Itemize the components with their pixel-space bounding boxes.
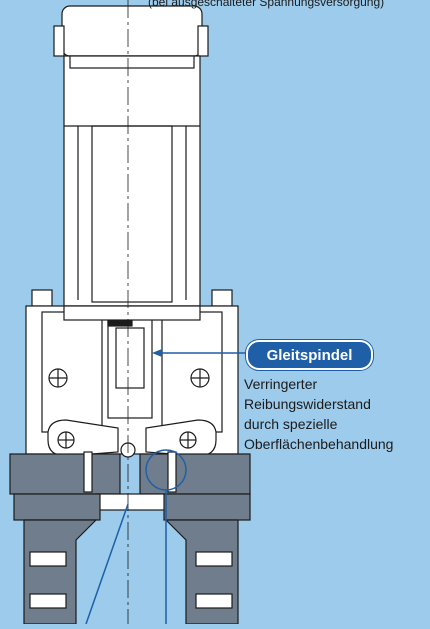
motor-cap-side-right xyxy=(197,25,209,57)
top-note: (bei ausgeschalteter Spannungsversorgung… xyxy=(148,0,385,9)
finger-mount-right xyxy=(163,493,251,521)
pointer-line-1 xyxy=(85,503,129,625)
callout-arrow-icon xyxy=(152,349,162,357)
body-flange xyxy=(63,305,201,321)
motor-housing xyxy=(53,5,209,307)
callout-description: Verringerter Reibungswiderstand durch sp… xyxy=(244,374,430,454)
callout-line-4: Oberflächenbehandlung xyxy=(244,436,394,452)
right-mount-block xyxy=(211,289,233,307)
carrier-right xyxy=(139,453,251,495)
callout-line-2: Reibungswiderstand xyxy=(244,396,371,412)
callout-line-1: Verringerter xyxy=(244,376,318,392)
left-mount-block xyxy=(31,289,53,307)
motor-cap-side-left xyxy=(53,25,65,57)
mount-screws xyxy=(48,368,210,388)
lever-arms xyxy=(47,419,217,458)
finger-mount-left xyxy=(13,493,101,521)
carrier-left xyxy=(9,453,121,495)
callout-badge: Gleitspindel xyxy=(246,340,373,370)
motor-flange xyxy=(69,55,195,69)
gripper-fingers xyxy=(23,519,239,625)
jaw-carriers xyxy=(9,451,251,521)
slide-rail xyxy=(95,493,167,511)
motor-inner xyxy=(91,125,173,303)
callout-line-3: durch spezielle xyxy=(244,416,338,432)
motor-cap xyxy=(61,5,203,57)
